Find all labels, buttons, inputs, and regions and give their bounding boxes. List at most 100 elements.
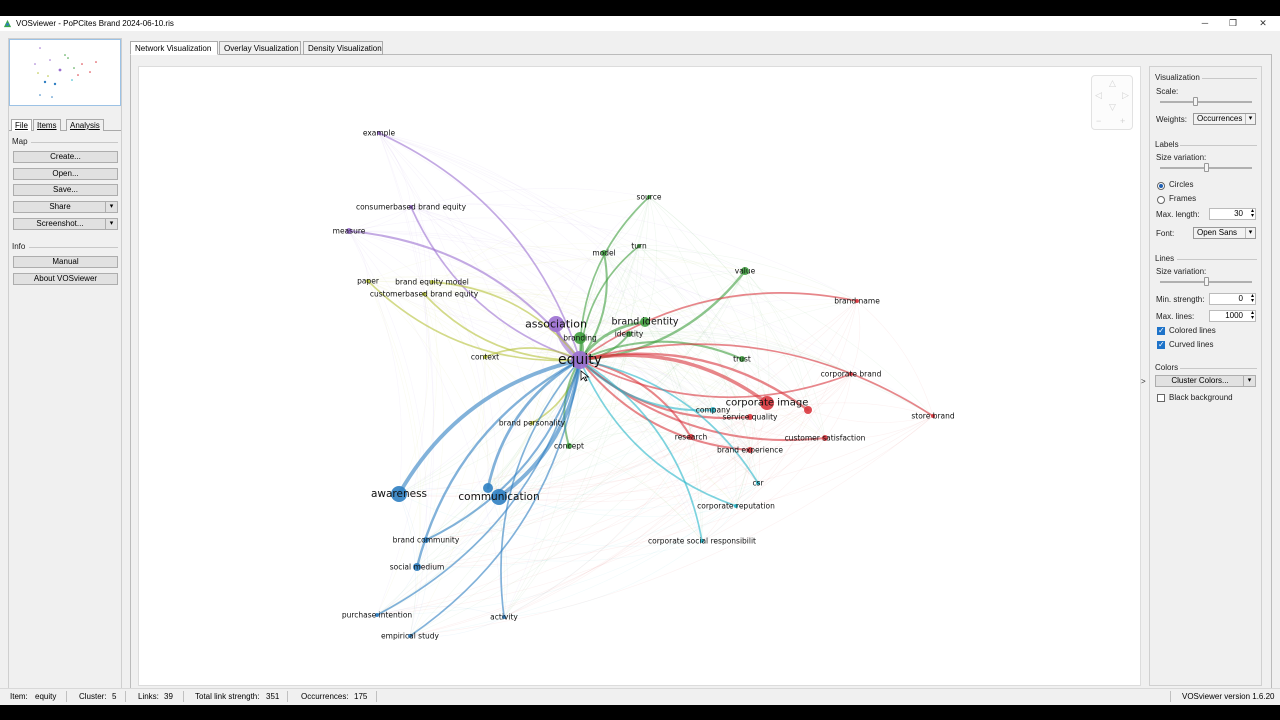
node-paper[interactable] (366, 279, 370, 283)
node-corpsoc[interactable] (700, 539, 704, 543)
node-blue2[interactable] (483, 483, 493, 493)
open-button[interactable]: Open... (13, 168, 118, 180)
node-label-communication[interactable]: communication (458, 491, 540, 503)
close-icon[interactable]: ✕ (1259, 18, 1267, 28)
node-value[interactable] (741, 267, 749, 275)
node-identity[interactable] (626, 331, 632, 337)
node-label-corpimage[interactable]: corporate image (725, 397, 809, 409)
max-length-input[interactable]: 30▴▾ (1209, 208, 1256, 220)
node-label-brandexp[interactable]: brand experience (717, 445, 783, 455)
node-activity[interactable] (502, 615, 506, 619)
nodes[interactable] (346, 131, 935, 638)
node-label-equity[interactable]: equity (557, 352, 603, 368)
node-brandcomm[interactable] (423, 537, 429, 543)
label-size-slider-thumb[interactable] (1204, 163, 1209, 172)
node-label-identity[interactable]: identity (614, 329, 644, 339)
node-label-bem[interactable]: brand equity model (395, 277, 469, 287)
restore-icon[interactable]: ❐ (1228, 18, 1238, 28)
node-label-servq[interactable]: service quality (722, 412, 778, 422)
save-button[interactable]: Save... (13, 184, 118, 196)
chevron-down-icon[interactable]: ▾ (105, 202, 117, 212)
zoom-out-icon[interactable]: − (1096, 116, 1102, 126)
node-brandidentity[interactable] (640, 317, 650, 327)
node-label-turn[interactable]: turn (631, 241, 647, 251)
node-label-purchase[interactable]: purchase intention (341, 610, 413, 620)
node-cbbe[interactable] (422, 292, 426, 296)
manual-button[interactable]: Manual (13, 256, 118, 268)
node-label-example[interactable]: example (362, 128, 396, 138)
font-select[interactable]: Open Sans▾ (1193, 227, 1256, 239)
node-consumerbased[interactable] (409, 205, 413, 209)
chevron-down-icon[interactable]: ▾ (105, 219, 117, 229)
node-label-brandname[interactable]: brand name (834, 296, 880, 306)
node-label-source[interactable]: source (636, 192, 662, 202)
node-label-paper[interactable]: paper (357, 276, 379, 286)
node-label-storebrand[interactable]: store brand (911, 411, 955, 421)
scale-slider-thumb[interactable] (1193, 97, 1199, 106)
node-corpimage[interactable] (760, 396, 774, 410)
black-background-checkbox[interactable] (1157, 394, 1165, 402)
node-equity[interactable] (571, 351, 589, 369)
node-example[interactable] (377, 131, 381, 135)
node-label-branding[interactable]: branding (563, 333, 597, 343)
node-communication[interactable] (491, 489, 507, 505)
node-label-consumerbased[interactable]: consumerbased brand equity (355, 202, 467, 212)
node-label-measure[interactable]: measure (332, 226, 366, 236)
spin-arrows-icon[interactable]: ▴▾ (1250, 208, 1254, 219)
node-custsat[interactable] (822, 435, 828, 441)
tab-overlay-visualization[interactable]: Overlay Visualization (219, 41, 301, 55)
spin-arrows-icon[interactable]: ▴▾ (1250, 310, 1254, 321)
colored-lines-checkbox[interactable] (1157, 326, 1165, 335)
tab-density-visualization[interactable]: Density Visualization (303, 41, 383, 55)
node-bem[interactable] (430, 280, 434, 284)
node-label-cbbe[interactable]: customerbased brand equity (369, 289, 479, 299)
node-label-corpbrand[interactable]: corporate brand (820, 369, 882, 379)
node-research[interactable] (688, 434, 694, 440)
create-button[interactable]: Create... (13, 151, 118, 163)
node-corpbrand[interactable] (849, 372, 853, 376)
node-label-association[interactable]: association (525, 317, 587, 331)
pan-right-icon[interactable]: ▷ (1122, 90, 1129, 100)
circles-radio[interactable] (1157, 182, 1165, 190)
frames-radio[interactable] (1157, 196, 1165, 204)
node-label-trust[interactable]: trust (733, 354, 751, 364)
node-servq[interactable] (747, 414, 753, 420)
node-awareness[interactable] (391, 486, 407, 502)
node-label-corpsoc[interactable]: corporate social responsibilit (647, 536, 757, 546)
cluster-colors-button[interactable]: Cluster Colors... ▾ (1155, 375, 1256, 387)
pan-up-icon[interactable]: △ (1109, 78, 1116, 88)
node-trust[interactable] (739, 356, 745, 362)
node-csr[interactable] (756, 481, 760, 485)
navigation-pad[interactable]: △ ◁ ▷ ▽ − + (1091, 75, 1133, 130)
node-label-value[interactable]: value (734, 266, 756, 276)
spin-arrows-icon[interactable]: ▴▾ (1250, 293, 1254, 304)
node-label-socialmed[interactable]: social medium (389, 562, 445, 572)
chevron-down-icon[interactable]: ▾ (1243, 376, 1255, 386)
node-label-context[interactable]: context (470, 352, 500, 362)
node-association[interactable] (548, 316, 564, 332)
minimize-icon[interactable]: ─ (1201, 18, 1209, 28)
node-brandname[interactable] (855, 299, 859, 303)
node-label-csr[interactable]: csr (752, 478, 764, 488)
node-brandexp[interactable] (747, 447, 753, 453)
node-company[interactable] (710, 407, 716, 413)
collapse-panel-icon[interactable]: > (1141, 377, 1146, 386)
node-label-empirical[interactable]: empirical study (381, 631, 439, 641)
share-button[interactable]: Share ▾ (13, 201, 118, 213)
network-graph[interactable] (139, 67, 1141, 686)
min-strength-input[interactable]: 0▴▾ (1209, 293, 1256, 305)
line-size-slider-thumb[interactable] (1204, 277, 1209, 286)
node-label-research[interactable]: research (674, 432, 708, 442)
network-canvas[interactable]: equity association example consumerbased br… (138, 66, 1141, 686)
node-redx[interactable] (804, 406, 812, 414)
node-turn[interactable] (637, 244, 641, 248)
node-branding[interactable] (574, 332, 586, 344)
tab-items[interactable]: Items (33, 119, 61, 131)
node-brandpers[interactable] (530, 421, 534, 425)
node-concept[interactable] (566, 443, 572, 449)
node-model[interactable] (601, 250, 607, 256)
node-empirical[interactable] (408, 634, 412, 638)
node-label-custsat[interactable]: customer satisfaction (784, 433, 866, 443)
node-source[interactable] (647, 195, 651, 199)
node-corprep[interactable] (734, 504, 738, 508)
